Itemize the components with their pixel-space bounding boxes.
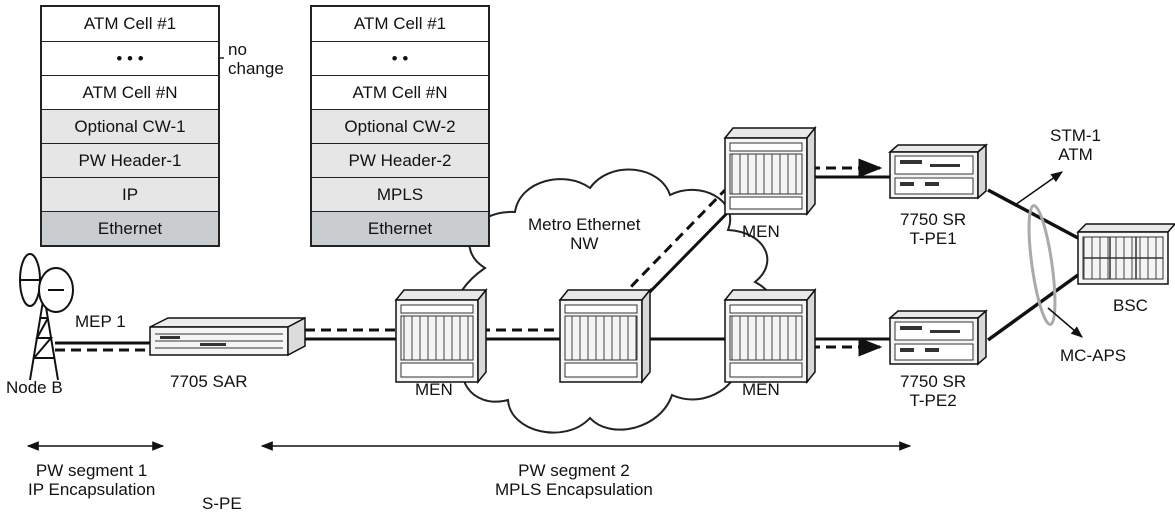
seg2-line-2: MPLS Encapsulation [495,480,653,499]
mc-aps-label: MC-APS [1060,346,1127,365]
stm-line-1: STM-1 [1050,126,1101,145]
stack-cell: PW Header-2 [312,143,488,177]
pw-segment-1-label: PW segment 1 IP Encapsulation [28,461,155,499]
tpe2-label: 7750 SR T-PE2 [900,372,966,410]
pw-segment-2-label: PW segment 2 MPLS Encapsulation [495,461,653,499]
men-left-label: MEN [415,380,453,399]
cloud-line-1: Metro Ethernet [528,215,641,234]
bsc-device [1076,223,1175,285]
tpe1-line-2: T-PE1 [909,229,957,248]
men-bottom-right-label: MEN [742,380,780,399]
seg1-line-2: IP Encapsulation [28,480,156,499]
tpe1-label: 7750 SR T-PE1 [900,210,966,248]
node-b-tower [19,253,74,381]
stack-cell: • • [312,41,488,75]
seg2-line-1: PW segment 2 [518,461,630,480]
stack-cell: PW Header-1 [42,143,218,177]
sar-label: 7705 SAR [170,372,248,391]
stack-cell: ATM Cell #1 [83,14,177,33]
stack-cell: Ethernet [312,211,488,245]
links [26,158,1083,451]
tpe2-line-2: T-PE2 [909,391,957,410]
men-top-label: MEN [742,222,780,241]
men-rack-top [723,125,817,217]
stack-cell: ATM Cell #N [42,75,218,109]
seg1-line-1: PW segment 1 [35,461,148,480]
men-rack-bottom-right [723,287,817,385]
stack-cell: MPLS [312,177,488,211]
bsc-label: BSC [1113,296,1148,315]
tpe2-line-1: 7750 SR [900,372,967,391]
cloud-line-2: NW [570,234,599,253]
metro-ethernet-label: Metro Ethernet NW [528,215,640,253]
no-change-line-1: no [228,40,247,59]
stm-line-2: ATM [1058,145,1093,164]
stack-cell: ATM Cell #N [312,75,488,109]
stack-cell: Optional CW-2 [312,109,488,143]
mep-label: MEP 1 [75,312,126,331]
node-b-label: Node B [6,378,63,397]
spe-label: S-PE [202,494,242,513]
tpe2-router [888,309,988,366]
stack-cell: Ethernet [42,211,218,245]
protocol-stack-mpls: ATM Cell #1 • • ATM Cell #N Optional CW-… [310,5,490,247]
protocol-stack-ip: ATM Cell #1 • • • ATM Cell #N Optional C… [40,5,220,247]
men-rack-left [394,287,488,385]
stack-cell: • • • [42,41,218,75]
stm-label: STM-1 ATM [1050,126,1101,164]
stack-cell: IP [42,177,218,211]
tpe1-line-1: 7750 SR [900,210,967,229]
stack-cell: ATM Cell #1 [353,14,447,33]
stack-cell: Optional CW-1 [42,109,218,143]
men-rack-mid [558,287,652,385]
no-change-line-2: change [228,59,284,78]
no-change-label: no change [228,40,284,78]
tpe1-router [888,143,988,200]
sar-device [149,316,306,357]
